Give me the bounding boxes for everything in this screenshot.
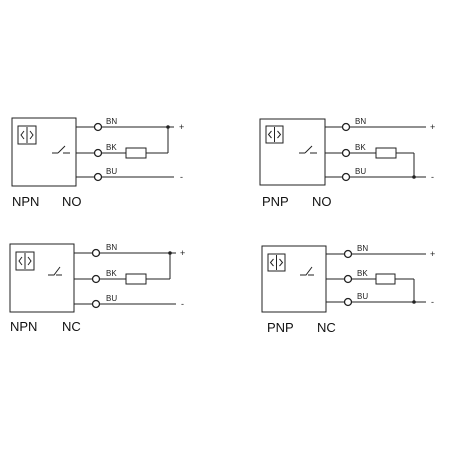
sensor-body (261, 245, 327, 313)
transistor-type: NPN (10, 319, 37, 334)
diagram-pnp-no: BN BK BU + - PNP NO (259, 117, 435, 209)
wire-label-bk: BK (106, 269, 117, 278)
nc-switch-icon (48, 266, 62, 276)
supply-minus: - (180, 172, 183, 182)
supply-minus: - (431, 172, 434, 182)
load-resistor (125, 273, 147, 285)
load-resistor (125, 147, 147, 159)
wire-label-bk: BK (106, 143, 117, 152)
terminal-bk (91, 274, 101, 284)
supply-plus: + (430, 249, 435, 259)
supply-plus: + (430, 122, 435, 132)
sensor-symbol-icon (267, 253, 286, 272)
transistor-type: PNP (262, 194, 289, 209)
transistor-type: PNP (267, 320, 294, 335)
wire-label-bn: BN (355, 117, 366, 126)
supply-minus: - (431, 297, 434, 307)
terminal-bn (341, 122, 351, 132)
sensor-body (11, 117, 77, 187)
wire-label-bk: BK (357, 269, 368, 278)
supply-plus: + (179, 122, 184, 132)
wire-label-bn: BN (357, 244, 368, 253)
terminal-bu (341, 172, 351, 182)
sensor-body (9, 243, 75, 313)
terminal-bk (343, 274, 353, 284)
sensor-symbol-icon (17, 125, 37, 145)
wire-label-bn: BN (106, 243, 117, 252)
no-switch-icon (299, 145, 317, 154)
contact-type: NC (62, 319, 81, 334)
terminal-bu (93, 172, 103, 182)
wire-label-bu: BU (357, 292, 368, 301)
supply-minus: - (181, 299, 184, 309)
wire-label-bn: BN (106, 117, 117, 126)
nc-switch-icon (300, 266, 314, 276)
sensor-symbol-icon (265, 125, 284, 144)
terminal-bn (343, 249, 353, 259)
wire-label-bu: BU (355, 167, 366, 176)
wire-label-bu: BU (106, 294, 117, 303)
terminal-bk (341, 148, 351, 158)
contact-type: NO (312, 194, 332, 209)
wire-label-bk: BK (355, 143, 366, 152)
terminal-bk (93, 148, 103, 158)
contact-type: NO (62, 194, 82, 209)
supply-plus: + (180, 248, 185, 258)
transistor-type: NPN (12, 194, 39, 209)
contact-type: NC (317, 320, 336, 335)
sensor-body (259, 118, 326, 186)
no-switch-icon (52, 145, 70, 154)
load-resistor (375, 273, 396, 285)
sensor-symbol-icon (15, 251, 35, 271)
diagram-npn-nc: BN BK BU + - NPN NC (9, 243, 185, 334)
terminal-bu (91, 299, 101, 309)
terminal-bn (93, 122, 103, 132)
terminal-bn (91, 248, 101, 258)
terminal-bu (343, 297, 353, 307)
load-resistor (375, 147, 397, 159)
diagram-pnp-nc: BN BK BU + - PNP NC (261, 244, 435, 335)
wire-label-bu: BU (106, 167, 117, 176)
diagram-npn-no: BN BK BU + - NPN NO (11, 117, 184, 209)
